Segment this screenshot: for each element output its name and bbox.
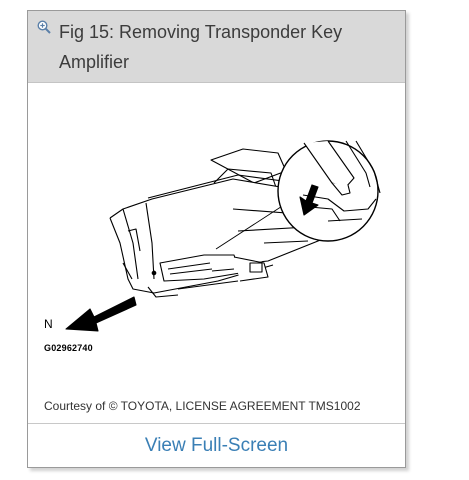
figure-title: Fig 15: Removing Transponder Key Amplifi… [59,22,343,72]
figure-code: G02962740 [44,343,93,353]
transponder-amplifier-drawing [65,140,381,332]
figure-header: Fig 15: Removing Transponder Key Amplifi… [28,11,405,83]
zoom-in-icon[interactable] [37,20,51,34]
view-full-screen-link[interactable]: View Full-Screen [144,435,289,456]
divider [28,423,405,424]
courtesy-text: Courtesy of © TOYOTA, LICENSE AGREEMENT … [44,399,361,413]
figure-illustration [28,83,405,383]
figure-card: Fig 15: Removing Transponder Key Amplifi… [27,10,406,468]
direction-label: N [44,317,53,331]
